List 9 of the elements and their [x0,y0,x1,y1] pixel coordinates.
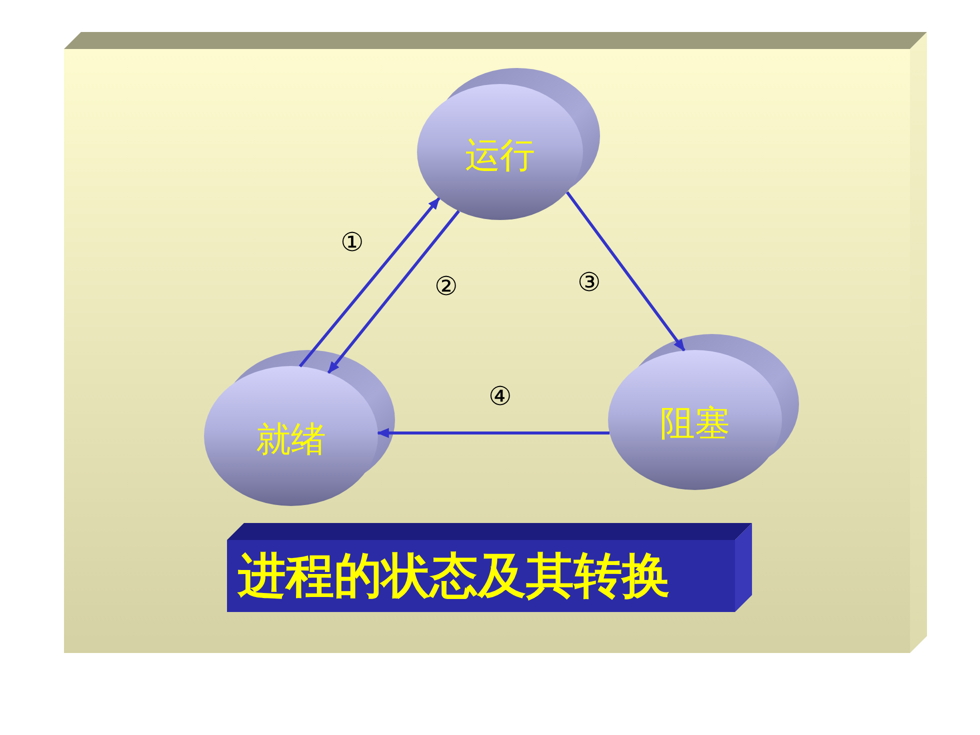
edge-label: ③ [578,270,600,296]
edge-label: ④ [488,384,512,410]
arrow [566,191,686,352]
arrow [376,428,610,438]
edge-label: ② [434,274,458,300]
arrow [327,210,460,374]
title-banner: 进程的状态及其转换 [227,523,752,612]
arrow [298,197,440,368]
edge-label: ① [340,230,364,256]
